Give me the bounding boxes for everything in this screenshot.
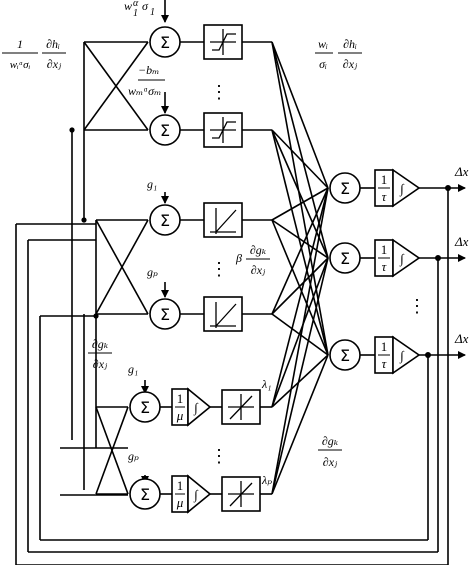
sum-symbol: Σ: [340, 179, 350, 198]
relu-activation-icon: [210, 302, 237, 328]
label-top-input: w: [124, 0, 132, 13]
svg-text:∫: ∫: [399, 251, 405, 267]
svg-text:τ: τ: [382, 356, 388, 371]
svg-text:τ: τ: [382, 259, 388, 274]
relu-block-1: [203, 202, 243, 238]
sum-node-lambdap: [129, 478, 161, 510]
label-left-g-grad-den: ∂xⱼ: [93, 357, 108, 371]
gain-fraction-bars: [175, 187, 390, 495]
linear-activation-icon: [228, 481, 254, 507]
label-left-grad-num: ∂hᵢ: [46, 37, 60, 51]
sum-symbol: Σ: [160, 33, 170, 52]
svg-text:⋮: ⋮: [210, 259, 228, 279]
diagram-labels: w α 1 σ 1 1 wᵢᵅσᵢ ∂hᵢ ∂xⱼ −bₘ wₘᵅσₘ wᵢ σ…: [2, 0, 469, 487]
junction-dots: [69, 127, 451, 358]
sum-symbol: Σ: [160, 305, 170, 324]
label-bottom-grad-num: ∂gₖ: [322, 434, 339, 448]
sum-node-top-m: [149, 114, 181, 146]
label-output-3: Δx: [454, 331, 469, 346]
label-g1-bottom: g₁: [128, 362, 138, 376]
svg-text:1: 1: [177, 391, 184, 406]
integrator-triangle-out-3: [392, 335, 421, 375]
sum-node-lambda1: [129, 391, 161, 423]
label-wi-num: wᵢ: [318, 37, 328, 51]
label-wi-den: σᵢ: [319, 57, 327, 71]
sum-symbol: Σ: [140, 398, 150, 417]
sum-symbols: Σ Σ Σ Σ Σ Σ Σ Σ Σ: [140, 33, 350, 504]
integrator-triangle-2: [187, 474, 212, 514]
label-lambda1: λ₁: [261, 377, 271, 391]
relu-block-p: [203, 296, 243, 332]
sum-symbol: Σ: [160, 211, 170, 230]
label-output-1: Δx: [454, 164, 469, 179]
gain-texts: 1 μ ∫ 1 μ ∫ 1 τ ∫ 1 τ ∫ 1 τ ∫: [176, 172, 405, 510]
sum-symbol: Σ: [340, 346, 350, 365]
label-wi-grad-den: ∂xⱼ: [343, 57, 358, 71]
label-lambdap: λₚ: [261, 473, 272, 487]
label-output-2: Δx: [454, 234, 469, 249]
sum-node-out-3: [329, 339, 361, 371]
svg-text:∫: ∫: [399, 348, 405, 364]
label-left-coeff-den: wᵢᵅσᵢ: [10, 59, 31, 71]
svg-text:1: 1: [381, 339, 388, 354]
continuation-dots: ⋮ ⋮ ⋮ ⋮: [210, 82, 426, 466]
integrator-triangle-1: [187, 387, 212, 427]
svg-text:∫: ∫: [193, 487, 199, 503]
step-activation-icon: [210, 29, 236, 55]
svg-text:μ: μ: [176, 408, 184, 423]
label-beta-grad-den: ∂xⱼ: [251, 263, 266, 277]
sum-node-out-1: [329, 172, 361, 204]
step-activation-icon: [210, 117, 236, 143]
svg-text:∫: ∫: [399, 181, 405, 197]
label-wm: wₘᵅσₘ: [128, 84, 161, 98]
svg-text:∫: ∫: [193, 400, 199, 416]
label-left-g-grad-num: ∂gₖ: [92, 337, 109, 351]
label-gp-top: gₚ: [147, 265, 158, 279]
sum-symbol: Σ: [340, 249, 350, 268]
sum-symbol: Σ: [160, 121, 170, 140]
sum-symbol: Σ: [140, 485, 150, 504]
integrator-triangle-out-2: [392, 238, 421, 278]
summing-nodes: [129, 26, 361, 510]
linear-activation-icon: [228, 394, 254, 420]
svg-text:1: 1: [150, 7, 155, 18]
svg-text:⋮: ⋮: [210, 446, 228, 466]
svg-text:⋮: ⋮: [210, 82, 228, 102]
svg-text:μ: μ: [176, 495, 184, 510]
svg-text:α: α: [133, 0, 139, 9]
label-wi-grad-num: ∂hᵢ: [343, 37, 357, 51]
relu-activation-icon: [210, 208, 237, 234]
activation-glyphs: [210, 29, 254, 507]
svg-text:1: 1: [381, 172, 388, 187]
sum-node-top-1: [149, 26, 181, 58]
label-gp-bottom: gₚ: [128, 449, 139, 463]
sum-node-g1: [149, 204, 181, 236]
connection-wires: [15, 0, 466, 565]
label-g1-top: g₁: [147, 177, 157, 191]
svg-text:1: 1: [177, 478, 184, 493]
sum-node-gp: [149, 298, 181, 330]
svg-text:1: 1: [381, 242, 388, 257]
label-bottom-grad-den: ∂xⱼ: [323, 455, 338, 469]
integrator-triangle-out-1: [392, 168, 421, 208]
label-bm: −bₘ: [138, 63, 159, 77]
label-beta-grad-num: ∂gₖ: [250, 243, 267, 257]
label-beta: β: [235, 251, 242, 265]
svg-text:1: 1: [133, 8, 138, 19]
sum-node-out-2: [329, 242, 361, 274]
label-left-grad-den: ∂xⱼ: [47, 57, 62, 71]
svg-text:⋮: ⋮: [408, 296, 426, 316]
label-left-coeff-num: 1: [17, 37, 23, 51]
svg-text:τ: τ: [382, 189, 388, 204]
svg-text:σ: σ: [142, 0, 149, 13]
